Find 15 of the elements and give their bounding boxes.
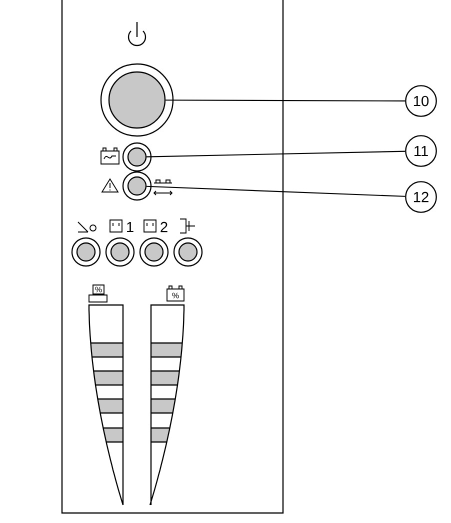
leader-line: [146, 150, 406, 158]
round-button: [71, 237, 101, 267]
indicator-light: [122, 171, 152, 201]
leader-line: [166, 100, 406, 102]
callout-number: 11: [405, 135, 437, 167]
callout-number: 10: [405, 85, 437, 117]
power-button: [100, 63, 174, 137]
round-button: [139, 237, 169, 267]
round-button: [105, 237, 135, 267]
round-button: [173, 237, 203, 267]
outlet-number: 1: [127, 222, 134, 232]
callout-number: 12: [405, 181, 437, 213]
outlet-number: 2: [160, 222, 168, 232]
indicator-light: [122, 142, 152, 172]
leader-line: [146, 186, 406, 197]
